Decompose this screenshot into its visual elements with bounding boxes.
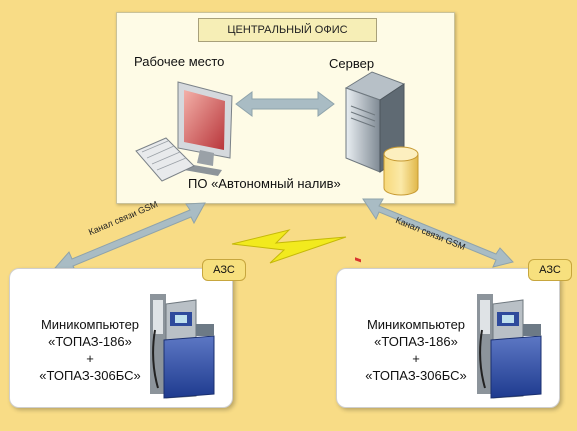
server-icon <box>344 71 406 263</box>
station-line-plus: + <box>412 351 420 366</box>
software-label: ПО «Автономный налив» <box>188 176 341 191</box>
station-line-minicomputer: Миникомпьютер <box>366 317 466 332</box>
fuel-dispenser-icon-left <box>150 294 215 399</box>
office-title: ЦЕНТРАЛЬНЫЙ ОФИС <box>198 18 377 42</box>
database-icon <box>383 146 419 196</box>
station-description-left: Миникомпьютер «ТОПАЗ-186» + «ТОПАЗ-306БС… <box>24 316 156 384</box>
workstation-icon <box>135 81 233 182</box>
station-line-topaz306: «ТОПАЗ-306БС» <box>365 368 467 383</box>
workstation-server-arrow <box>235 91 335 117</box>
station-badge-left: АЗС <box>202 259 246 281</box>
gsm-arrow-right <box>362 198 514 268</box>
server-label: Сервер <box>329 56 375 71</box>
station-line-topaz306: «ТОПАЗ-306БС» <box>39 368 141 383</box>
lightning-icon <box>231 229 347 264</box>
station-line-topaz186: «ТОПАЗ-186» <box>374 334 458 349</box>
station-line-topaz186: «ТОПАЗ-186» <box>48 334 132 349</box>
station-line-minicomputer: Миникомпьютер <box>40 317 140 332</box>
station-badge-right: АЗС <box>528 259 572 281</box>
station-line-plus: + <box>86 351 94 366</box>
workstation-label: Рабочее место <box>134 54 225 69</box>
fuel-dispenser-icon-right <box>477 294 542 399</box>
station-description-right: Миникомпьютер «ТОПАЗ-186» + «ТОПАЗ-306БС… <box>350 316 482 384</box>
